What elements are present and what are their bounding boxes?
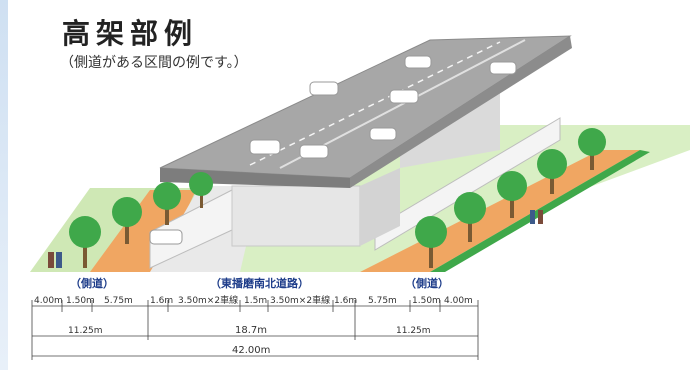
dim-main-total: 18.7m — [235, 325, 267, 336]
car — [369, 127, 397, 141]
right-trees — [415, 128, 606, 268]
dim-left-total: 11.25m — [68, 326, 103, 336]
deck-lane-line — [249, 41, 501, 166]
car — [404, 55, 432, 69]
dim-overall-total: 42.00m — [232, 345, 270, 356]
left-sidewalk — [90, 190, 196, 272]
left-trees — [69, 172, 213, 268]
page-title: 高架部例 — [62, 17, 199, 50]
dim-right-total: 11.25m — [396, 326, 431, 336]
bridge-deck-edge — [350, 36, 572, 188]
car — [249, 139, 281, 155]
dim-left-sidewalk: 4.00m — [34, 296, 63, 306]
dim-lanes-right: 3.50m×2車線 — [270, 294, 330, 306]
page-subtitle: （側道がある区間の例です。） — [60, 55, 248, 71]
pedestrians — [530, 210, 535, 224]
car — [489, 61, 517, 75]
pedestrians — [48, 252, 54, 268]
dim-right-planting: 1.50m — [412, 296, 441, 306]
left-edge-band — [0, 0, 8, 370]
dim-right-shoulder: 1.6m — [334, 296, 357, 306]
bridge-pier-side — [360, 168, 400, 246]
label-right-side-road: （側道） — [405, 276, 449, 290]
dim-left-shoulder: 1.6m — [150, 296, 173, 306]
dim-lanes-left: 3.50m×2車線 — [178, 294, 238, 306]
dimension-lines — [31, 300, 479, 360]
car — [149, 229, 183, 245]
label-left-side-road: （側道） — [70, 276, 114, 290]
dim-median: 1.5m — [244, 296, 267, 306]
car — [309, 81, 339, 96]
car — [389, 89, 419, 104]
car — [299, 144, 329, 159]
dim-right-sidewalk: 4.00m — [444, 296, 473, 306]
bridge-pier — [231, 185, 361, 247]
label-main-road: （東播磨南北道路） — [210, 276, 309, 290]
pedestrians — [538, 210, 543, 224]
pedestrians — [56, 252, 62, 268]
dim-right-road: 5.75m — [368, 296, 397, 306]
dim-left-road: 5.75m — [104, 296, 133, 306]
dim-left-planting: 1.50m — [66, 296, 95, 306]
